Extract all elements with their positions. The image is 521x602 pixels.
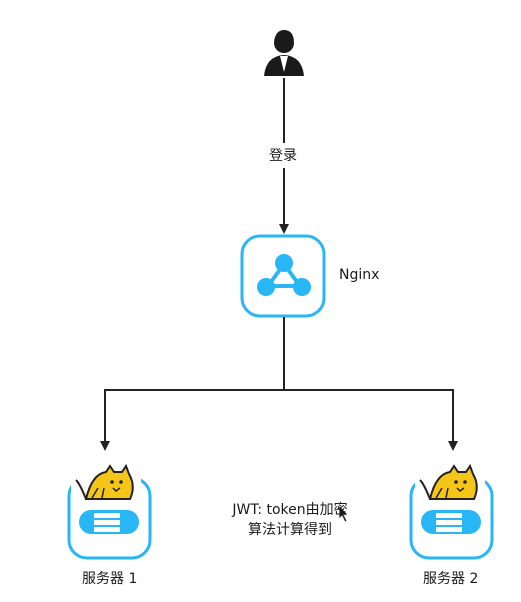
server-2-node bbox=[409, 462, 494, 560]
server-2-label: 服务器 2 bbox=[423, 571, 479, 587]
edge-nginx-to-servers bbox=[100, 317, 458, 451]
jwt-note-line-2: 算法计算得到 bbox=[248, 522, 332, 538]
server-1-label: 服务器 1 bbox=[82, 571, 138, 587]
server-stack-icon bbox=[79, 510, 139, 534]
server-1-node bbox=[67, 462, 152, 560]
edge-label-login: 登录 bbox=[269, 148, 297, 164]
user-icon bbox=[264, 30, 304, 76]
nginx-node bbox=[240, 234, 326, 318]
tomcat-logo-icon bbox=[415, 462, 485, 508]
server-stack-icon bbox=[421, 510, 481, 534]
nginx-label: Nginx bbox=[339, 267, 380, 283]
jwt-note-line-1: JWT: token由加密 bbox=[232, 502, 348, 518]
tomcat-logo-icon bbox=[71, 462, 141, 508]
mouse-cursor-icon bbox=[338, 503, 349, 523]
share-network-icon bbox=[257, 254, 311, 296]
jwt-note: JWT: token由加密 算法计算得到 bbox=[222, 500, 358, 540]
